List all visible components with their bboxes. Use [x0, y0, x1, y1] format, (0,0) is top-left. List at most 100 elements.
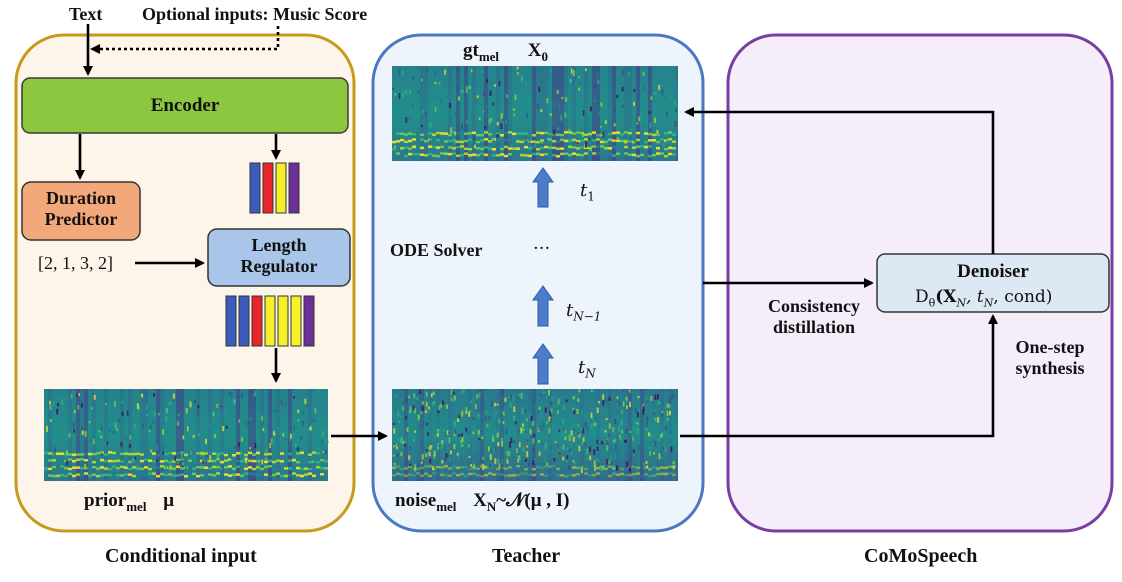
spectrogram-column — [624, 66, 628, 161]
spectrogram-speckle — [434, 82, 437, 85]
spectrogram-harmonic — [628, 473, 632, 477]
spectrogram-speckle — [620, 438, 623, 444]
spectrogram-column — [576, 66, 580, 161]
spectrogram-speckle — [452, 391, 455, 395]
spectrogram-speckle — [172, 397, 175, 402]
spectrogram-harmonic — [92, 460, 96, 464]
spectrogram-harmonic — [584, 472, 588, 475]
spectrogram-column — [640, 66, 644, 161]
spectrogram-harmonic — [116, 459, 120, 463]
spectrogram-speckle — [484, 465, 487, 469]
spectrogram-speckle — [424, 111, 427, 117]
spectrogram-speckle — [616, 403, 619, 409]
spectrogram-speckle — [156, 445, 159, 451]
spectrogram-speckle — [44, 415, 47, 421]
spectrogram-speckle — [408, 455, 411, 460]
spectrogram-speckle — [270, 457, 273, 460]
spectrogram-speckle — [470, 68, 473, 73]
spectrogram-speckle — [485, 79, 488, 83]
spectrogram-column — [92, 389, 96, 481]
spectrogram-speckle — [498, 418, 501, 423]
spectrogram-column — [508, 389, 512, 481]
spectrogram-speckle — [621, 86, 624, 92]
spectrogram-harmonic — [428, 474, 432, 478]
spectrogram-speckle — [526, 451, 529, 458]
spectrogram-harmonic — [284, 466, 288, 470]
spectrogram-speckle — [289, 433, 292, 439]
spectrogram-column — [580, 389, 584, 481]
spectrogram-speckle — [562, 404, 565, 411]
formula-d: D — [915, 287, 929, 307]
spectrogram-column — [64, 389, 68, 481]
spectrogram-column — [324, 389, 328, 481]
spectrogram-speckle — [565, 97, 568, 102]
spectrogram-column — [400, 66, 404, 161]
spectrogram-harmonic — [112, 459, 116, 463]
spectrogram-speckle — [405, 454, 408, 457]
spectrogram-speckle — [492, 435, 495, 438]
spectrogram-column — [604, 389, 608, 481]
spectrogram-speckle — [517, 429, 520, 433]
spectrogram-harmonic — [572, 473, 576, 477]
spectrogram-speckle — [496, 121, 499, 126]
spectrogram-column — [628, 389, 632, 481]
spectrogram-speckle — [602, 464, 605, 470]
spectrogram-harmonic — [240, 466, 244, 470]
spectrogram-harmonic — [520, 472, 524, 475]
spectrogram-speckle — [441, 440, 444, 445]
spectrogram-speckle — [284, 465, 287, 468]
spectrogram-speckle — [613, 429, 616, 436]
spectrogram-speckle — [458, 90, 461, 95]
spectrogram-column — [252, 389, 256, 481]
spectrogram-speckle — [629, 430, 632, 434]
spectrogram-harmonic — [500, 133, 504, 137]
spectrogram-speckle — [488, 415, 491, 420]
spectrogram-speckle — [625, 439, 628, 443]
spectrogram-speckle — [642, 412, 645, 415]
spectrogram-speckle — [646, 119, 649, 124]
spectrogram-harmonic — [72, 459, 76, 463]
spectrogram-speckle — [157, 413, 160, 416]
spectrogram-speckle — [441, 443, 444, 449]
spectrogram-column — [244, 389, 248, 481]
spectrogram-harmonic — [604, 472, 608, 476]
spectrogram-harmonic — [492, 154, 496, 157]
spectrogram-harmonic — [180, 458, 184, 461]
spectrogram-harmonic — [92, 465, 96, 469]
up-arrow — [532, 285, 554, 327]
spectrogram-column — [184, 389, 188, 481]
spectrogram-harmonic — [572, 146, 576, 149]
spectrogram-harmonic — [540, 473, 544, 476]
token-0 — [225, 295, 237, 347]
spectrogram-speckle — [540, 103, 543, 109]
spectrogram-harmonic — [452, 131, 456, 134]
spectrogram-speckle — [454, 140, 457, 144]
spectrogram-harmonic — [656, 140, 660, 144]
spectrogram-speckle — [621, 429, 624, 434]
spectrogram-speckle — [446, 430, 449, 435]
spectrogram-speckle — [118, 418, 121, 423]
spectrogram-speckle — [461, 89, 464, 93]
spectrogram-column — [528, 389, 532, 481]
spectrogram-harmonic — [468, 467, 472, 471]
spectrogram-speckle — [401, 70, 404, 75]
spectrogram-speckle — [550, 408, 553, 414]
spectrogram-harmonic — [216, 472, 220, 475]
spectrogram-harmonic — [232, 459, 236, 463]
spectrogram-speckle — [522, 400, 525, 406]
length-line1: Length — [251, 235, 307, 255]
spectrogram-speckle — [465, 411, 468, 415]
spectrogram-harmonic — [516, 473, 520, 477]
spectrogram-speckle — [432, 443, 435, 450]
encoder-block — [21, 77, 349, 134]
spectrogram-harmonic — [608, 474, 612, 478]
spectrogram-speckle — [654, 91, 657, 95]
spectrogram-harmonic — [512, 147, 516, 150]
spectrogram-harmonic — [232, 473, 236, 477]
spectrogram-harmonic — [52, 459, 56, 462]
spectrogram-speckle — [121, 401, 124, 404]
spectrogram-speckle — [489, 464, 492, 468]
spectrogram-speckle — [626, 461, 629, 467]
spectrogram-column — [392, 66, 396, 161]
spectrogram-speckle — [636, 430, 639, 435]
